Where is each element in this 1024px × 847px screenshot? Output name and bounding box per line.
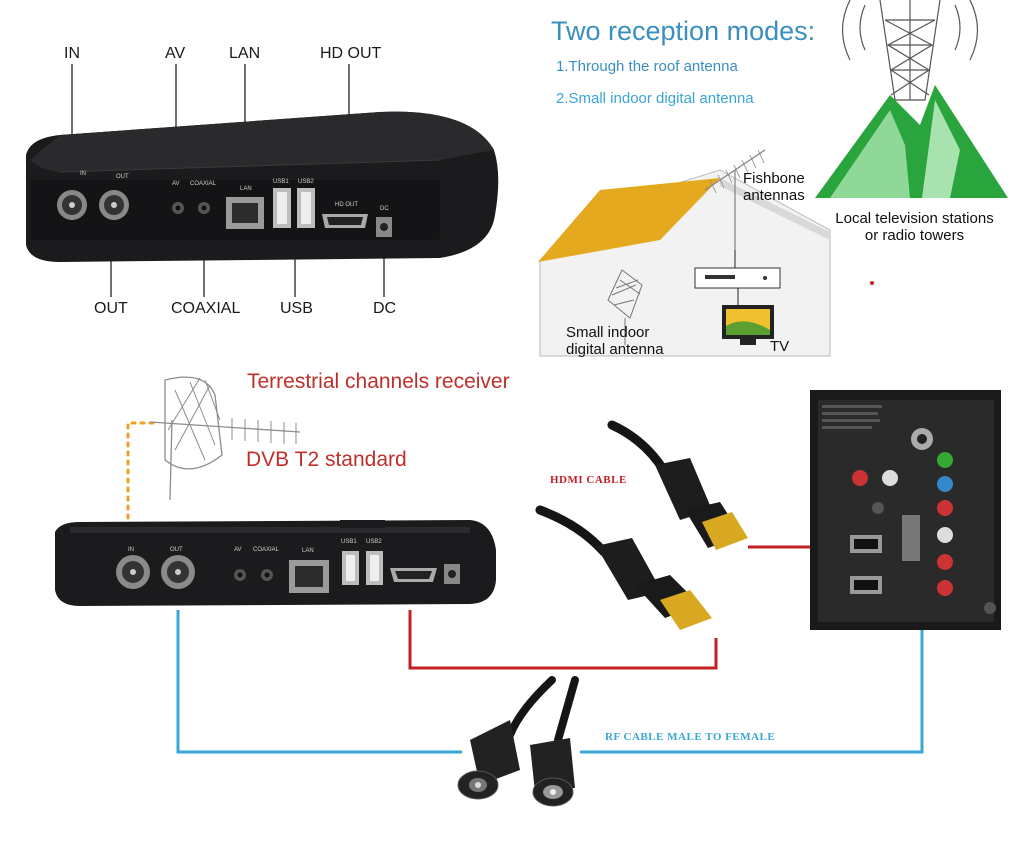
mountain-icon xyxy=(815,85,1008,198)
dev-top-hdout-label: HD OUT xyxy=(335,202,358,208)
callout-dc: DC xyxy=(373,300,397,317)
dev-top-usb2-label: USB2 xyxy=(298,179,314,185)
indoor-antenna-icon xyxy=(607,269,643,345)
tv-icon xyxy=(722,305,774,345)
tv-back-panel-icon xyxy=(810,390,1001,630)
dev-bottom-coaxial-label: COAXIAL xyxy=(253,547,280,553)
tv-label: TV xyxy=(770,338,790,355)
stations-label-line1: Local television stations xyxy=(835,210,994,227)
device-top-diagram: IN OUT AV COAXIAL LAN USB1 USB2 HD OUT D… xyxy=(26,64,499,297)
reception-title: Two reception modes: xyxy=(551,16,816,46)
tv-tower-icon xyxy=(841,0,979,101)
indoor-antenna-label: Small indoor digital antenna xyxy=(566,324,664,358)
set-top-box-bottom: IN OUT AV COAXIAL LAN USB1 USB2 xyxy=(55,520,496,606)
callout-usb: USB xyxy=(280,300,313,317)
dev-top-lan-label: LAN xyxy=(240,186,252,192)
dev-top-av-label: AV xyxy=(172,181,180,187)
dev-top-coaxial-label: COAXIAL xyxy=(190,181,217,187)
dev-top-out-label: OUT xyxy=(116,174,129,180)
yagi-antenna-icon xyxy=(149,376,301,501)
dev-bottom-av-label: AV xyxy=(234,547,242,553)
hdmi-cable-label: HDMI CABLE xyxy=(550,474,627,486)
rf-plug-icon xyxy=(457,676,579,807)
stations-label: Local television stations or radio tower… xyxy=(827,210,1002,244)
rf-cable-label: RF CABLE MALE TO FEMALE xyxy=(605,731,776,743)
connection-scene: IN OUT AV COAXIAL LAN USB1 USB2 xyxy=(55,376,1001,807)
dev-bottom-out-label: OUT xyxy=(170,547,183,553)
stations-label-line2: or radio towers xyxy=(864,227,965,244)
callout-av: AV xyxy=(165,45,186,62)
hdmi-plug-icon xyxy=(535,420,748,630)
fishbone-label-line1: Fishbone xyxy=(743,170,805,187)
indoor-antenna-label-line1: Small indoor xyxy=(566,324,650,341)
fishbone-label-line2: antennas xyxy=(743,187,805,204)
dev-bottom-lan-label: LAN xyxy=(302,548,314,554)
dev-top-usb1-label: USB1 xyxy=(273,179,289,185)
dev-top-dc-label: DC xyxy=(380,206,389,212)
terrestrial-label: Terrestrial channels receiver xyxy=(247,370,510,393)
dev-bottom-usb2-label: USB2 xyxy=(366,539,382,545)
fishbone-label: Fishbone antennas xyxy=(743,170,805,204)
callout-hd-out: HD OUT xyxy=(320,45,382,62)
dev-top-in-label: IN xyxy=(80,171,86,177)
dev-bottom-usb1-label: USB1 xyxy=(341,539,357,545)
set-top-box-icon xyxy=(694,250,781,305)
fishbone-antenna-icon xyxy=(704,149,766,250)
dvb-label: DVB T2 standard xyxy=(246,448,407,471)
reception-mode-1: 1.Through the roof antenna xyxy=(556,58,738,75)
callout-in: IN xyxy=(64,45,80,62)
indoor-antenna-label-line2: digital antenna xyxy=(566,341,664,358)
callout-coaxial: COAXIAL xyxy=(171,300,241,317)
dev-bottom-in-label: IN xyxy=(128,547,134,553)
reception-mode-2: 2.Small indoor digital antenna xyxy=(556,90,754,107)
reception-scene xyxy=(538,0,1008,357)
callout-out: OUT xyxy=(94,300,128,317)
callout-lan: LAN xyxy=(229,45,261,62)
